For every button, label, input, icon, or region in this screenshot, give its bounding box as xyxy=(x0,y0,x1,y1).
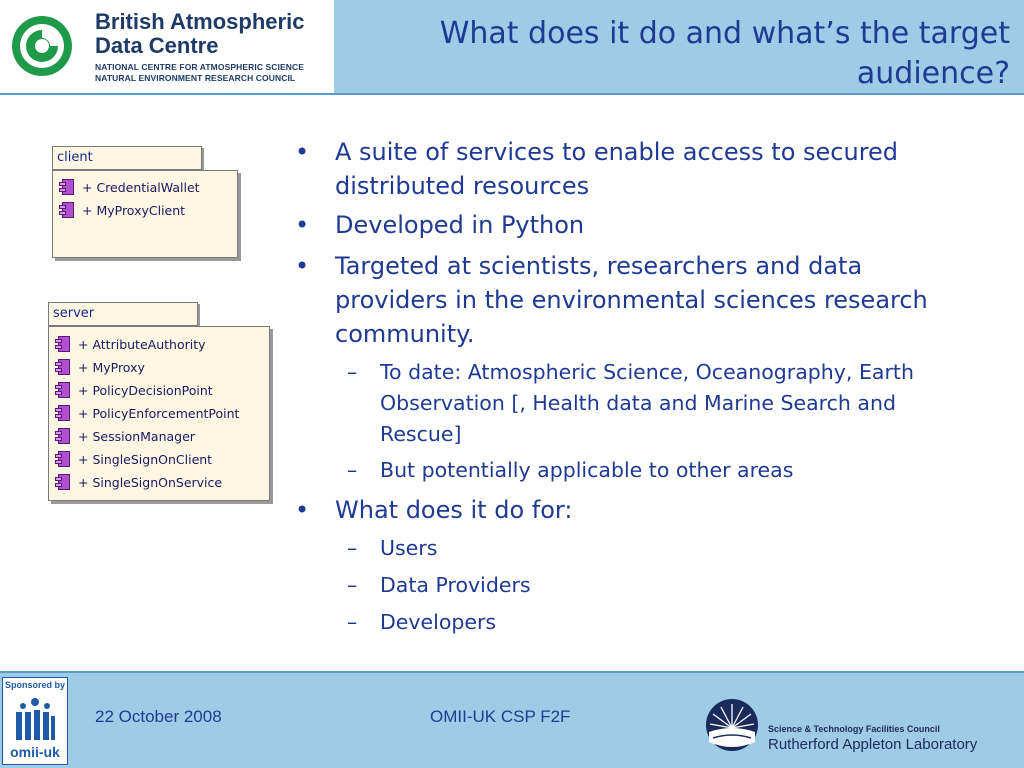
uml-component-label: + MyProxyClient xyxy=(82,202,186,218)
sub-bullet-marker: – xyxy=(347,360,358,384)
bullet-item: • Targeted at scientists, researchers an… xyxy=(295,249,995,351)
uml-component: + SingleSignOnClient xyxy=(55,449,212,469)
sub-bullet-marker: – xyxy=(347,458,358,482)
uml-component-label: + SessionManager xyxy=(78,428,195,444)
uml-component: + PolicyDecisionPoint xyxy=(55,380,213,400)
sub-bullet-item: – Developers xyxy=(295,607,995,638)
sub-bullet-marker: – xyxy=(347,536,358,560)
component-icon xyxy=(55,428,71,444)
sub-bullet-text: Users xyxy=(380,536,438,560)
uml-package-client: client + CredentialWallet + MyProxyClien… xyxy=(52,146,242,261)
component-icon xyxy=(55,451,71,467)
footer-event: OMII-UK CSP F2F xyxy=(430,707,571,726)
stfc-council-name: Science & Technology Facilities Council xyxy=(768,724,940,734)
uml-component-label: + CredentialWallet xyxy=(82,179,200,195)
sub-bullet-marker: – xyxy=(347,610,358,634)
component-icon xyxy=(55,474,71,490)
sub-bullet-item: – But potentially applicable to other ar… xyxy=(295,455,995,486)
logo-subtitle-line-1: NATIONAL CENTRE FOR ATMOSPHERIC SCIENCE xyxy=(95,62,305,72)
bullet-item: • What does it do for: xyxy=(295,493,995,527)
badc-logo: British Atmospheric Data Centre NATIONAL… xyxy=(0,0,334,93)
bullet-item: • A suite of services to enable access t… xyxy=(295,135,995,205)
uml-component: + SingleSignOnService xyxy=(55,472,222,492)
sub-bullet-text: Data Providers xyxy=(380,573,531,597)
uml-component: + MyProxy xyxy=(55,357,145,377)
bullet-text: A suite of services to enable access to … xyxy=(335,138,899,200)
sponsored-by-label: Sponsored by xyxy=(4,680,65,690)
uml-package-body: + CredentialWallet + MyProxyClient xyxy=(52,170,238,258)
bullet-text: Targeted at scientists, researchers and … xyxy=(335,252,928,348)
uml-component: + AttributeAuthority xyxy=(55,334,206,354)
sponsor-badge: Sponsored by omii-uk xyxy=(2,677,68,765)
uml-package-tab: client xyxy=(52,146,202,170)
slide-title: What does it do and what’s the target au… xyxy=(439,16,1010,91)
bullet-text: Developed in Python xyxy=(335,211,585,239)
bullet-marker: • xyxy=(295,496,310,524)
title-band: What does it do and what’s the target au… xyxy=(334,0,1024,93)
uml-package-server: server + AttributeAuthority + MyProxy + … xyxy=(48,302,274,504)
component-icon xyxy=(55,359,71,375)
uml-component-label: + MyProxy xyxy=(78,359,145,375)
stfc-logo-icon xyxy=(706,699,758,751)
stfc-lab-name: Rutherford Appleton Laboratory xyxy=(768,736,978,753)
component-icon xyxy=(59,202,75,218)
slide-footer xyxy=(0,673,1024,768)
uml-component: + SessionManager xyxy=(55,426,195,446)
sub-bullet-item: – Data Providers xyxy=(295,570,995,601)
uml-component-label: + PolicyEnforcementPoint xyxy=(78,405,240,421)
component-icon xyxy=(55,336,71,352)
omii-logo-icon xyxy=(16,698,55,740)
uml-package-body: + AttributeAuthority + MyProxy + PolicyD… xyxy=(48,326,270,501)
bullet-marker: • xyxy=(295,252,310,280)
sponsor-name: omii-uk xyxy=(10,744,60,760)
sub-bullet-marker: – xyxy=(347,573,358,597)
header-divider xyxy=(0,93,1024,95)
uml-component-label: + SingleSignOnService xyxy=(78,474,223,490)
bullet-marker: • xyxy=(295,138,310,166)
bullet-item: • Developed in Python xyxy=(295,208,995,242)
uml-component-label: + SingleSignOnClient xyxy=(78,451,213,467)
badc-ring-icon xyxy=(12,16,72,76)
sub-bullet-item: – To date: Atmospheric Science, Oceanogr… xyxy=(295,357,995,450)
sub-bullet-text: But potentially applicable to other area… xyxy=(380,458,794,482)
uml-component: + CredentialWallet xyxy=(59,177,200,197)
sub-bullet-text: Developers xyxy=(380,610,497,634)
component-icon xyxy=(59,179,75,195)
badc-logo-title: British Atmospheric Data Centre xyxy=(95,9,305,58)
uml-package-tab: server xyxy=(48,302,198,326)
component-icon xyxy=(55,382,71,398)
uml-component-label: + AttributeAuthority xyxy=(78,336,206,352)
footer-date: 22 October 2008 xyxy=(95,707,222,726)
uml-component-label: + PolicyDecisionPoint xyxy=(78,382,213,398)
slide-header: British Atmospheric Data Centre NATIONAL… xyxy=(0,0,1024,95)
logo-subtitle-line-2: NATURAL ENVIRONMENT RESEARCH COUNCIL xyxy=(95,73,296,83)
uml-component: + MyProxyClient xyxy=(59,200,185,220)
sub-bullet-text: To date: Atmospheric Science, Oceanograp… xyxy=(380,360,914,446)
uml-component: + PolicyEnforcementPoint xyxy=(55,403,239,423)
badc-logo-subtitle: NATIONAL CENTRE FOR ATMOSPHERIC SCIENCE … xyxy=(95,62,335,84)
footer-divider xyxy=(0,671,1024,673)
bullet-text: What does it do for: xyxy=(335,496,573,524)
component-icon xyxy=(55,405,71,421)
sub-bullet-item: – Users xyxy=(295,533,995,564)
bullet-marker: • xyxy=(295,211,310,239)
